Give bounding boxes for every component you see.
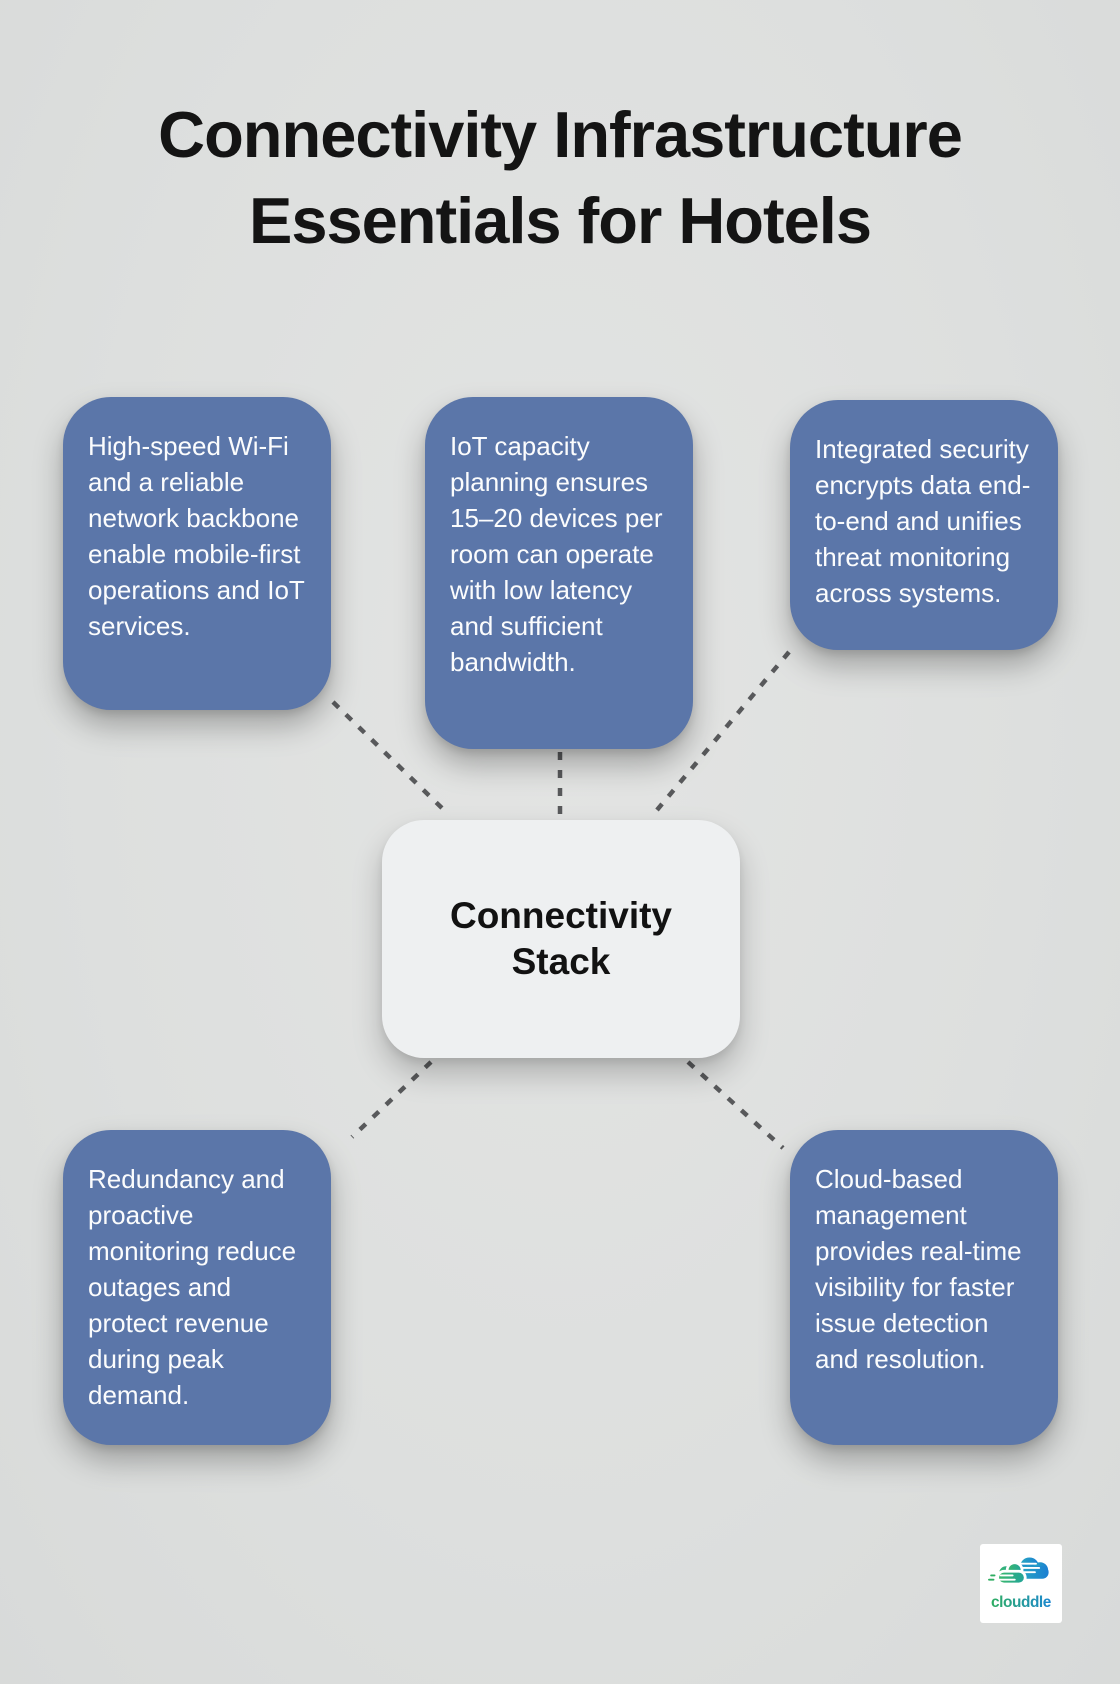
node-cloud-management: Cloud-based management provides real-tim… bbox=[790, 1130, 1058, 1445]
node-redundancy: Redundancy and proactive monitoring redu… bbox=[63, 1130, 331, 1445]
connector-wifi-center bbox=[331, 700, 448, 814]
node-integrated-security-text: Integrated security encrypts data end-to… bbox=[815, 434, 1031, 608]
node-integrated-security: Integrated security encrypts data end-to… bbox=[790, 400, 1058, 650]
node-cloud-management-text: Cloud-based management provides real-tim… bbox=[815, 1164, 1022, 1374]
node-high-speed-wifi: High-speed Wi-Fi and a reliable network … bbox=[63, 397, 331, 710]
page-title-line1: Connectivity Infrastructure bbox=[158, 98, 963, 171]
clouddle-logo: clouddle bbox=[980, 1544, 1062, 1623]
clouddle-wordmark: clouddle bbox=[991, 1593, 1052, 1610]
node-iot-capacity-text: IoT capacity planning ensures 15–20 devi… bbox=[450, 431, 663, 677]
clouddle-cloud-icon: clouddle bbox=[988, 1556, 1052, 1610]
center-node-connectivity-stack: Connectivity Stack bbox=[382, 820, 740, 1058]
page-title-line2: Essentials for Hotels bbox=[249, 183, 872, 257]
connector-center-cloud bbox=[686, 1060, 785, 1150]
node-high-speed-wifi-text: High-speed Wi-Fi and a reliable network … bbox=[88, 431, 305, 641]
node-iot-capacity: IoT capacity planning ensures 15–20 devi… bbox=[425, 397, 693, 749]
page-title: Connectivity Infrastructure Essentials f… bbox=[0, 92, 1120, 264]
node-redundancy-text: Redundancy and proactive monitoring redu… bbox=[88, 1164, 297, 1410]
center-node-label: Connectivity Stack bbox=[449, 895, 673, 982]
connector-center-redundancy bbox=[350, 1060, 433, 1139]
